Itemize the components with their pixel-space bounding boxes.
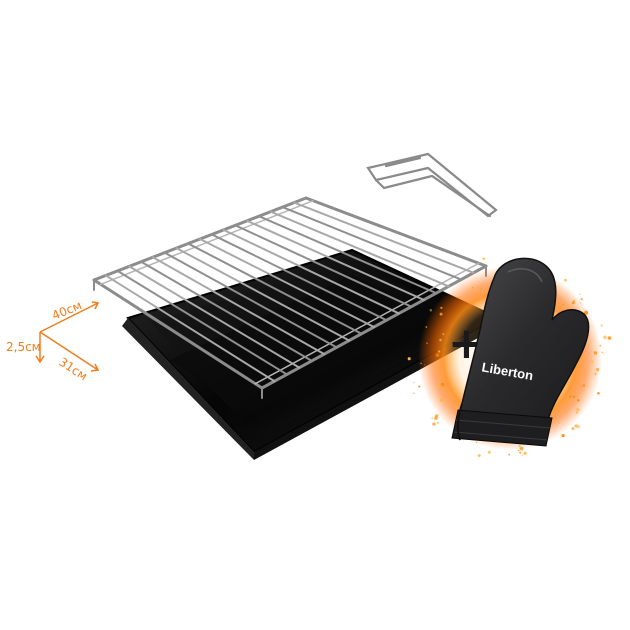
width-label: 31см	[56, 355, 90, 384]
length-arrow	[39, 302, 99, 333]
height-label: 2,5см	[6, 340, 41, 354]
width-arrow	[39, 331, 99, 371]
dimension-annotations	[35, 301, 100, 372]
wire-rack-icon	[92, 196, 488, 399]
oven-mitt-icon: Liberton	[451, 257, 590, 447]
rack-tongs-icon	[366, 152, 498, 218]
